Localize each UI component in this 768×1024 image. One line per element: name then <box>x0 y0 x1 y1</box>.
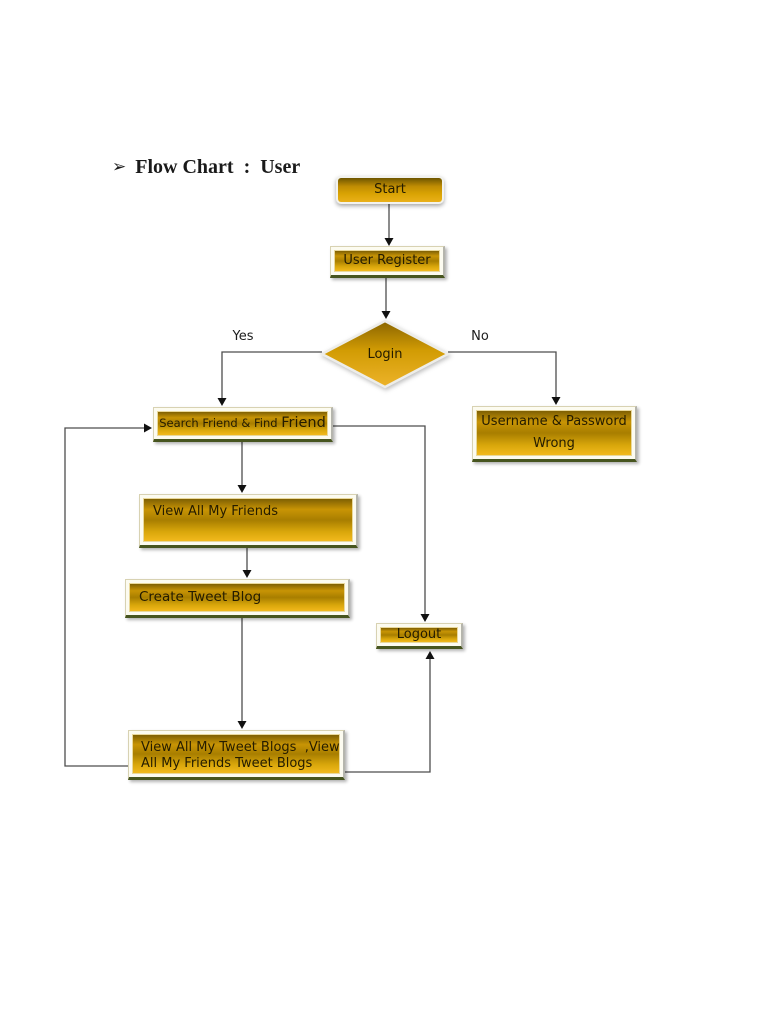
username-password-wrong-line1: Username & Password <box>481 414 627 429</box>
node-user-register: User Register <box>330 246 445 278</box>
username-password-wrong-label: Username & Password Wrong <box>476 410 632 456</box>
search-friend-label-part1: Search Friend & Find <box>159 416 282 431</box>
search-friend-label-part2: Friend <box>281 415 326 432</box>
node-start: Start <box>336 176 444 204</box>
view-tweet-blogs-line1: View All My Tweet Blogs ,View <box>141 740 340 755</box>
node-view-all-my-friends: View All My Friends <box>139 494 358 548</box>
node-search-friend: Search Friend & Find Friend <box>153 407 333 442</box>
node-create-tweet-blog: Create Tweet Blog <box>125 579 350 618</box>
view-tweet-blogs-label: View All My Tweet Blogs ,View All My Fri… <box>132 734 340 774</box>
edge-label-no: No <box>471 329 489 344</box>
arrow-bullet-icon: ➢ <box>112 156 127 177</box>
login-label: Login <box>367 346 403 362</box>
username-password-wrong-line2: Wrong <box>533 436 575 451</box>
create-tweet-blog-label: Create Tweet Blog <box>129 583 345 612</box>
node-view-tweet-blogs: View All My Tweet Blogs ,View All My Fri… <box>128 730 345 780</box>
page-title-text: Flow Chart : User <box>135 156 301 178</box>
node-username-password-wrong: Username & Password Wrong <box>472 406 637 462</box>
user-register-label: User Register <box>334 250 440 272</box>
view-tweet-blogs-line2: All My Friends Tweet Blogs <box>141 756 313 771</box>
logout-label: Logout <box>380 627 458 643</box>
view-all-my-friends-label: View All My Friends <box>143 498 353 542</box>
edge-label-yes: Yes <box>232 329 254 344</box>
search-friend-label: Search Friend & Find Friend <box>157 411 328 436</box>
page-title: ➢ Flow Chart : User <box>112 156 300 179</box>
node-login: Login <box>315 314 455 394</box>
login-diamond-shape <box>319 319 451 389</box>
node-logout: Logout <box>376 623 463 649</box>
start-label: Start <box>338 178 442 202</box>
